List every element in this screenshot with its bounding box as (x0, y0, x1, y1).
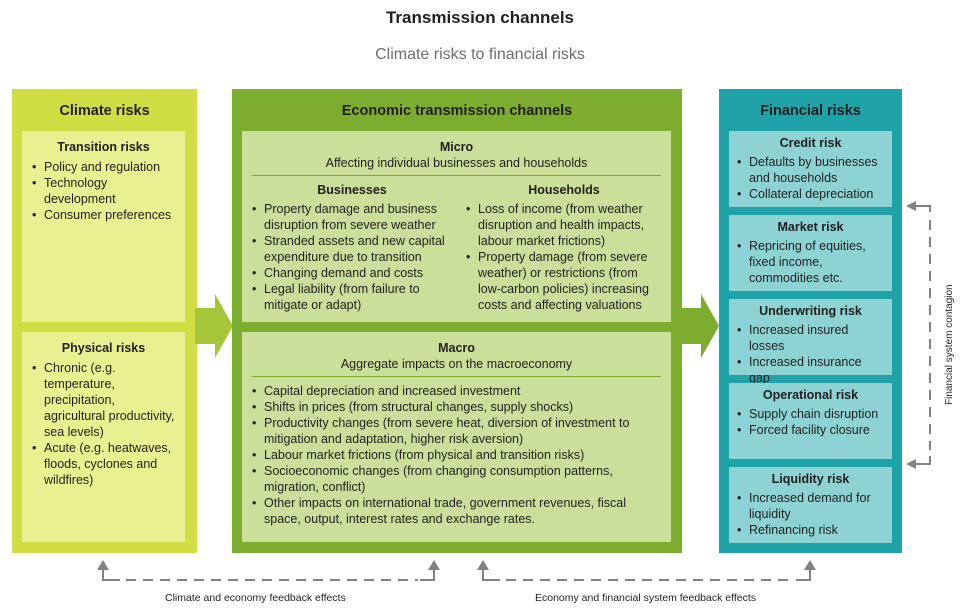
households-list: Loss of income (from weather disruption … (466, 201, 662, 313)
economy-to-finance-arrow (681, 294, 719, 358)
market-risk-title: Market risk (777, 220, 844, 234)
physical-risks-list: Chronic (e.g. temperature, precipitation… (32, 360, 175, 488)
list-item: Capital depreciation and increased inves… (252, 383, 661, 399)
businesses-section: Businesses Property damage and business … (252, 182, 452, 313)
micro-title: Micro (439, 140, 474, 154)
list-item: Labour market frictions (from physical a… (252, 447, 661, 463)
micro-subtitle: Affecting individual businesses and hous… (325, 156, 588, 170)
climate-to-economy-arrow (195, 294, 233, 358)
households-section: Households Loss of income (from weather … (466, 182, 662, 313)
list-item: Policy and regulation (32, 159, 175, 175)
credit-risk-list: Defaults by businesses and households Co… (737, 154, 884, 202)
financial-risks-header: Financial risks (760, 103, 861, 119)
list-item: Increased demand for liquidity (737, 490, 884, 522)
list-item: Other impacts on international trade, go… (252, 495, 661, 527)
list-item: Acute (e.g. heatwaves, floods, cyclones … (32, 440, 175, 488)
credit-risk-panel: Credit risk Defaults by businesses and h… (729, 131, 892, 207)
operational-risk-panel: Operational risk Supply chain disruption… (729, 383, 892, 459)
underwriting-risk-panel: Underwriting risk Increased insured loss… (729, 299, 892, 385)
diagram-title: Transmission channels (385, 8, 574, 27)
list-item: Supply chain disruption (737, 406, 884, 422)
list-item: Socioeconomic changes (from changing con… (252, 463, 661, 495)
economic-channels-header: Economic transmission channels (341, 103, 573, 119)
economy-financial-feedback-label: Economy and financial system feedback ef… (535, 592, 757, 604)
list-item: Increased insurance gap (737, 354, 884, 386)
liquidity-risk-list: Increased demand for liquidity Refinanci… (737, 490, 884, 538)
contagion-label: Financial system contagion (944, 284, 955, 405)
arrowhead-icon (428, 560, 440, 570)
macro-list: Capital depreciation and increased inves… (252, 383, 661, 527)
liquidity-risk-panel: Liquidity risk Increased demand for liqu… (729, 467, 892, 543)
macro-title: Macro (438, 341, 475, 355)
list-item: Increased insured losses (737, 322, 884, 354)
market-risk-list: Repricing of equities, fixed income, com… (737, 238, 884, 286)
transition-risks-panel: Transition risks Policy and regulation T… (22, 131, 185, 322)
macro-panel: Macro Aggregate impacts on the macroecon… (242, 332, 671, 542)
macro-subtitle: Aggregate impacts on the macroeconomy (340, 357, 573, 371)
arrowhead-icon (804, 560, 816, 570)
micro-panel: Micro Affecting individual businesses an… (242, 131, 671, 322)
credit-risk-title: Credit risk (779, 136, 842, 150)
climate-risks-header: Climate risks (59, 103, 150, 119)
list-item: Stranded assets and new capital expendit… (252, 233, 452, 265)
divider (252, 376, 661, 377)
list-item: Productivity changes (from severe heat, … (252, 415, 661, 447)
divider (252, 175, 661, 176)
financial-risks-column: Financial risks Credit risk Defaults by … (719, 89, 902, 553)
transition-risks-title: Transition risks (57, 140, 150, 154)
liquidity-risk-title: Liquidity risk (771, 472, 850, 486)
list-item: Consumer preferences (32, 207, 175, 223)
list-item: Defaults by businesses and households (737, 154, 884, 186)
list-item: Technology development (32, 175, 175, 207)
list-item: Shifts in prices (from structural change… (252, 399, 661, 415)
climate-economy-feedback-label: Climate and economy feedback effects (165, 592, 346, 604)
list-item: Forced facility closure (737, 422, 884, 438)
physical-risks-title: Physical risks (61, 341, 146, 355)
transition-risks-list: Policy and regulation Technology develop… (32, 159, 175, 223)
arrowhead-icon (97, 560, 109, 570)
households-title: Households (528, 183, 600, 197)
list-item: Collateral depreciation (737, 186, 884, 202)
physical-risks-panel: Physical risks Chronic (e.g. temperature… (22, 332, 185, 542)
market-risk-panel: Market risk Repricing of equities, fixed… (729, 215, 892, 291)
businesses-title: Businesses (317, 183, 387, 197)
list-item: Chronic (e.g. temperature, precipitation… (32, 360, 175, 440)
underwriting-risk-list: Increased insured losses Increased insur… (737, 322, 884, 386)
contagion-loop (906, 201, 931, 469)
operational-risk-list: Supply chain disruption Forced facility … (737, 406, 884, 438)
feedback-loops (97, 560, 816, 581)
list-item: Legal liability (from failure to mitigat… (252, 281, 452, 313)
list-item: Repricing of equities, fixed income, com… (737, 238, 884, 286)
arrowhead-icon (477, 560, 489, 570)
list-item: Property damage and business disruption … (252, 201, 452, 233)
economic-channels-column: Economic transmission channels Micro Aff… (232, 89, 682, 553)
diagram-subtitle: Climate risks to financial risks (375, 46, 585, 63)
climate-risks-column: Climate risks Transition risks Policy an… (12, 89, 197, 553)
businesses-list: Property damage and business disruption … (252, 201, 452, 313)
arrowhead-icon (906, 201, 916, 211)
list-item: Loss of income (from weather disruption … (466, 201, 662, 249)
list-item: Property damage (from severe weather) or… (466, 249, 662, 313)
underwriting-risk-title: Underwriting risk (759, 304, 862, 318)
list-item: Refinancing risk (737, 522, 884, 538)
operational-risk-title: Operational risk (762, 388, 859, 402)
list-item: Changing demand and costs (252, 265, 452, 281)
arrowhead-icon (906, 459, 916, 469)
